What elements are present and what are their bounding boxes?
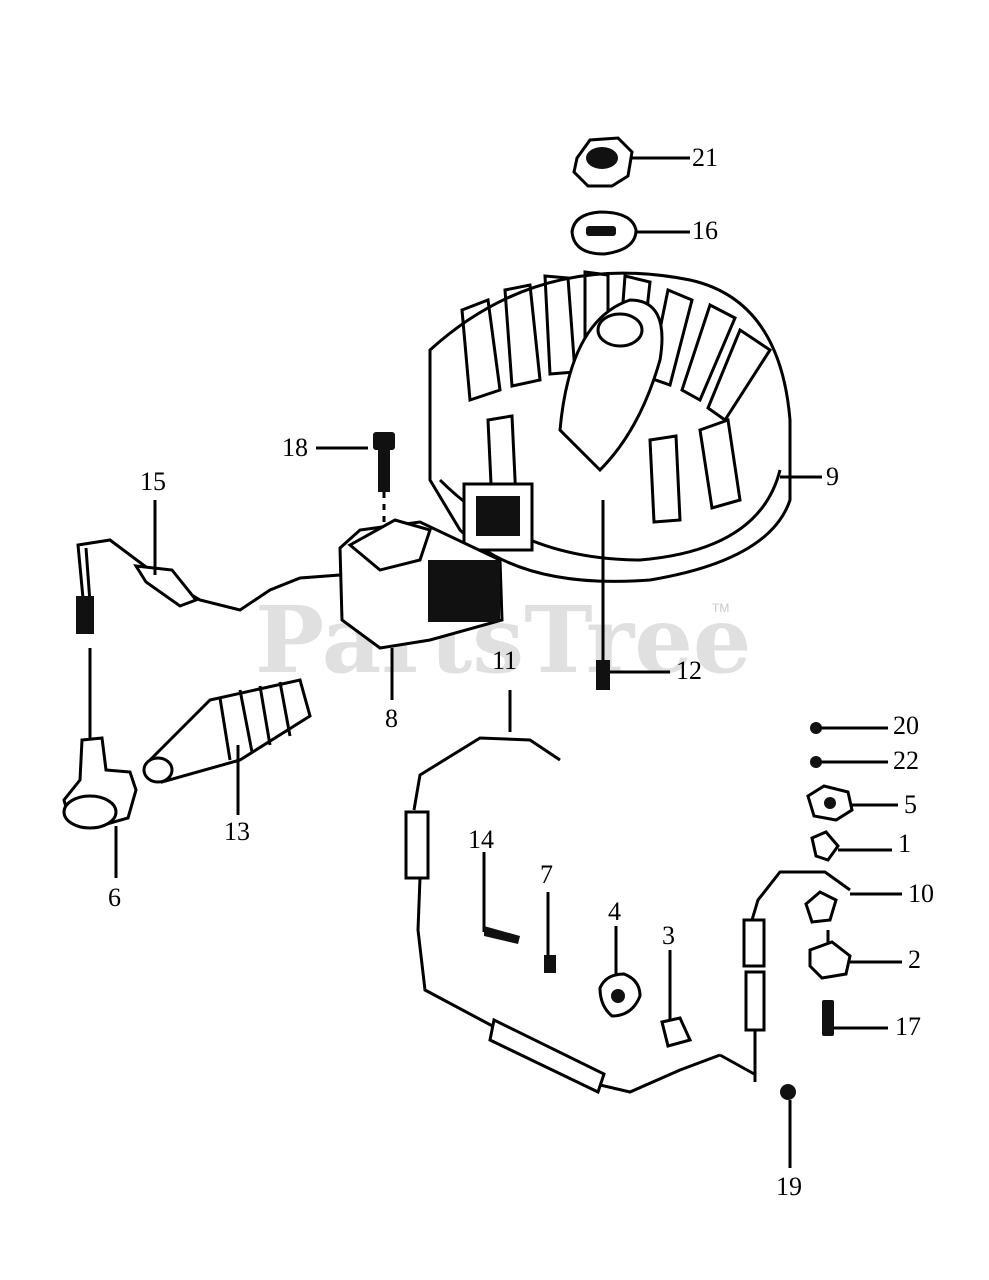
callout-15: 15 [140,467,166,496]
callout-13: 13 [224,817,250,846]
watermark: PartsTree [255,586,751,694]
callout-9: 9 [826,462,839,491]
callout-7: 7 [540,860,553,889]
callout-20: 20 [893,711,919,740]
callout-1: 1 [898,829,911,858]
part-21-flywheel-nut [572,136,690,188]
part-7-pin [544,892,556,973]
watermark-trademark: TM [712,601,729,615]
callout-10: 10 [908,879,934,908]
callout-6: 6 [108,883,121,912]
part-18-coil-screw [316,432,395,540]
part-20-pin [810,722,888,734]
part-17-screw [822,1000,888,1036]
part-4-grommet [598,926,642,1018]
callout-17: 17 [895,1012,921,1041]
part-1-clip [810,830,892,862]
callout-8: 8 [385,704,398,733]
part-14-screw [482,852,520,944]
part-15-wire-clip [76,500,341,634]
part-16-washer [570,210,690,256]
callout-21: 21 [692,143,718,172]
part-13-spark-plug [142,678,312,815]
part-12-flywheel-key [596,500,670,690]
callout-12: 12 [676,656,702,685]
callout-3: 3 [662,921,675,950]
callout-4: 4 [608,897,621,926]
part-3-terminal [660,950,693,1048]
callout-14: 14 [468,825,494,854]
part-11-ground-wire [404,690,721,1095]
callout-22: 22 [893,746,919,775]
part-5-nut [806,784,898,822]
callout-16: 16 [692,216,718,245]
part-10-wire-harness [719,870,902,1082]
part-22-pin [810,756,888,768]
part-9-flywheel [428,270,822,583]
part-2-switch [808,930,902,980]
callout-5: 5 [904,790,917,819]
callout-19: 19 [776,1172,802,1201]
part-19-screw [780,1084,796,1168]
callout-11: 11 [492,646,517,675]
part-8-ignition-coil [338,518,504,700]
callout-2: 2 [908,945,921,974]
part-6-spark-plug-boot [62,648,138,878]
callout-18: 18 [282,433,308,462]
